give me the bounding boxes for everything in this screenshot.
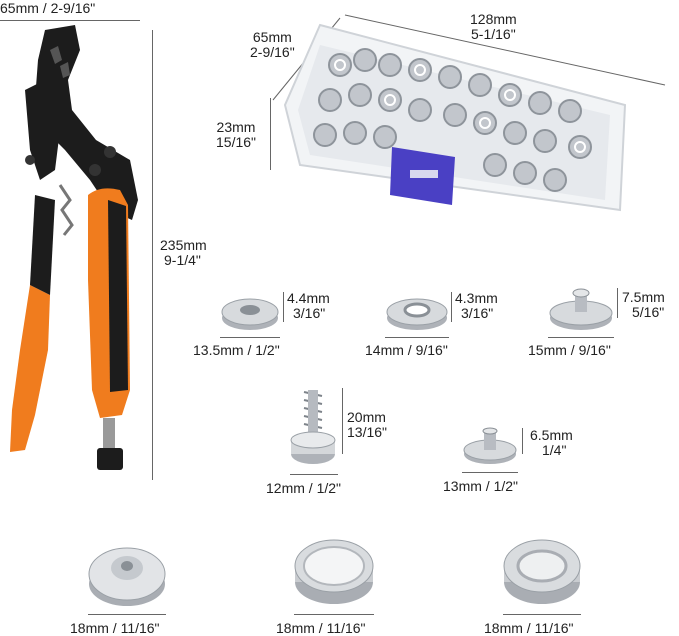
button-cap-b-diameter-label: 18mm / 11/16": [276, 620, 366, 636]
box-height-inch: 15/16": [216, 134, 257, 150]
ring-socket-image: [386, 298, 448, 330]
box-width-inch: 2-9/16": [250, 44, 295, 60]
box-length-line: [344, 14, 666, 86]
eyelet-post-height-label: 6.5mm 1/4": [530, 428, 573, 458]
box-height-label: 23mm 15/16": [216, 120, 256, 150]
box-height-line: [270, 98, 271, 170]
pliers-height-inch: 9-1/4": [164, 252, 201, 268]
ring-socket-height-label: 4.3mm 3/16": [455, 291, 498, 321]
locking-pliers-image: [10, 25, 138, 470]
pliers-width-line: [0, 20, 140, 21]
stud-post-height-label: 7.5mm 5/16": [622, 290, 665, 320]
box-length-mm: 128mm: [470, 11, 517, 27]
box-height-mm: 23mm: [216, 119, 256, 135]
pliers-width-label: 65mm / 2-9/16": [0, 0, 96, 16]
stud-post-height-inch: 5/16": [632, 304, 665, 320]
stud-post-height-line: [617, 288, 618, 318]
cap-socket-image: [221, 298, 279, 330]
box-width-label: 65mm 2-9/16": [250, 30, 295, 60]
screw-stud-height-mm: 20mm: [347, 409, 386, 425]
button-cap-c-diameter-label: 18mm / 11/16": [484, 620, 574, 636]
screw-stud-image: [290, 390, 336, 464]
ring-socket-height-line: [451, 292, 452, 322]
box-length-inch: 5-1/16": [471, 26, 516, 42]
eyelet-post-diameter-line: [462, 472, 518, 473]
eyelet-post-height-line: [522, 428, 523, 454]
stud-post-image: [549, 288, 613, 330]
screw-stud-height-line: [342, 388, 343, 454]
cap-socket-height-line: [283, 292, 284, 322]
screw-stud-diameter-line: [290, 474, 338, 475]
stud-post-height-mm: 7.5mm: [622, 289, 665, 305]
ring-socket-height-inch: 3/16": [461, 305, 494, 321]
cap-socket-diameter-line: [220, 337, 280, 338]
button-cap-a-diameter-line: [88, 614, 166, 615]
button-cap-c-image: [503, 539, 581, 604]
stud-post-diameter-line: [548, 337, 614, 338]
cap-socket-height-label: 4.4mm 3/16": [287, 291, 330, 321]
box-width-mm: 65mm: [252, 29, 292, 45]
cap-socket-height-mm: 4.4mm: [287, 290, 330, 306]
cap-socket-diameter-label: 13.5mm / 1/2": [193, 342, 280, 358]
screw-stud-height-inch: 13/16": [347, 424, 388, 440]
ring-socket-height-mm: 4.3mm: [455, 290, 498, 306]
pliers-height-mm: 235mm: [160, 237, 207, 253]
eyelet-post-height-inch: 1/4": [542, 442, 567, 458]
button-cap-b-diameter-line: [294, 614, 374, 615]
storage-box-image: [283, 23, 627, 212]
eyelet-post-diameter-label: 13mm / 1/2": [443, 478, 518, 494]
pliers-height-line: [152, 30, 153, 480]
eyelet-post-image: [463, 427, 517, 464]
box-length-label: 128mm 5-1/16": [470, 12, 517, 42]
screw-stud-height-label: 20mm 13/16": [347, 410, 387, 440]
ring-socket-diameter-line: [385, 337, 449, 338]
button-cap-a-diameter-label: 18mm / 11/16": [70, 620, 160, 636]
stud-post-diameter-label: 15mm / 9/16": [528, 342, 611, 358]
ring-socket-diameter-label: 14mm / 9/16": [365, 342, 448, 358]
cap-socket-height-inch: 3/16": [293, 305, 326, 321]
button-cap-b-image: [294, 539, 374, 604]
eyelet-post-height-mm: 6.5mm: [530, 427, 573, 443]
button-cap-a-image: [88, 547, 166, 606]
screw-stud-diameter-label: 12mm / 1/2": [266, 480, 341, 496]
button-cap-c-diameter-line: [503, 614, 581, 615]
pliers-height-label: 235mm 9-1/4": [160, 238, 207, 268]
